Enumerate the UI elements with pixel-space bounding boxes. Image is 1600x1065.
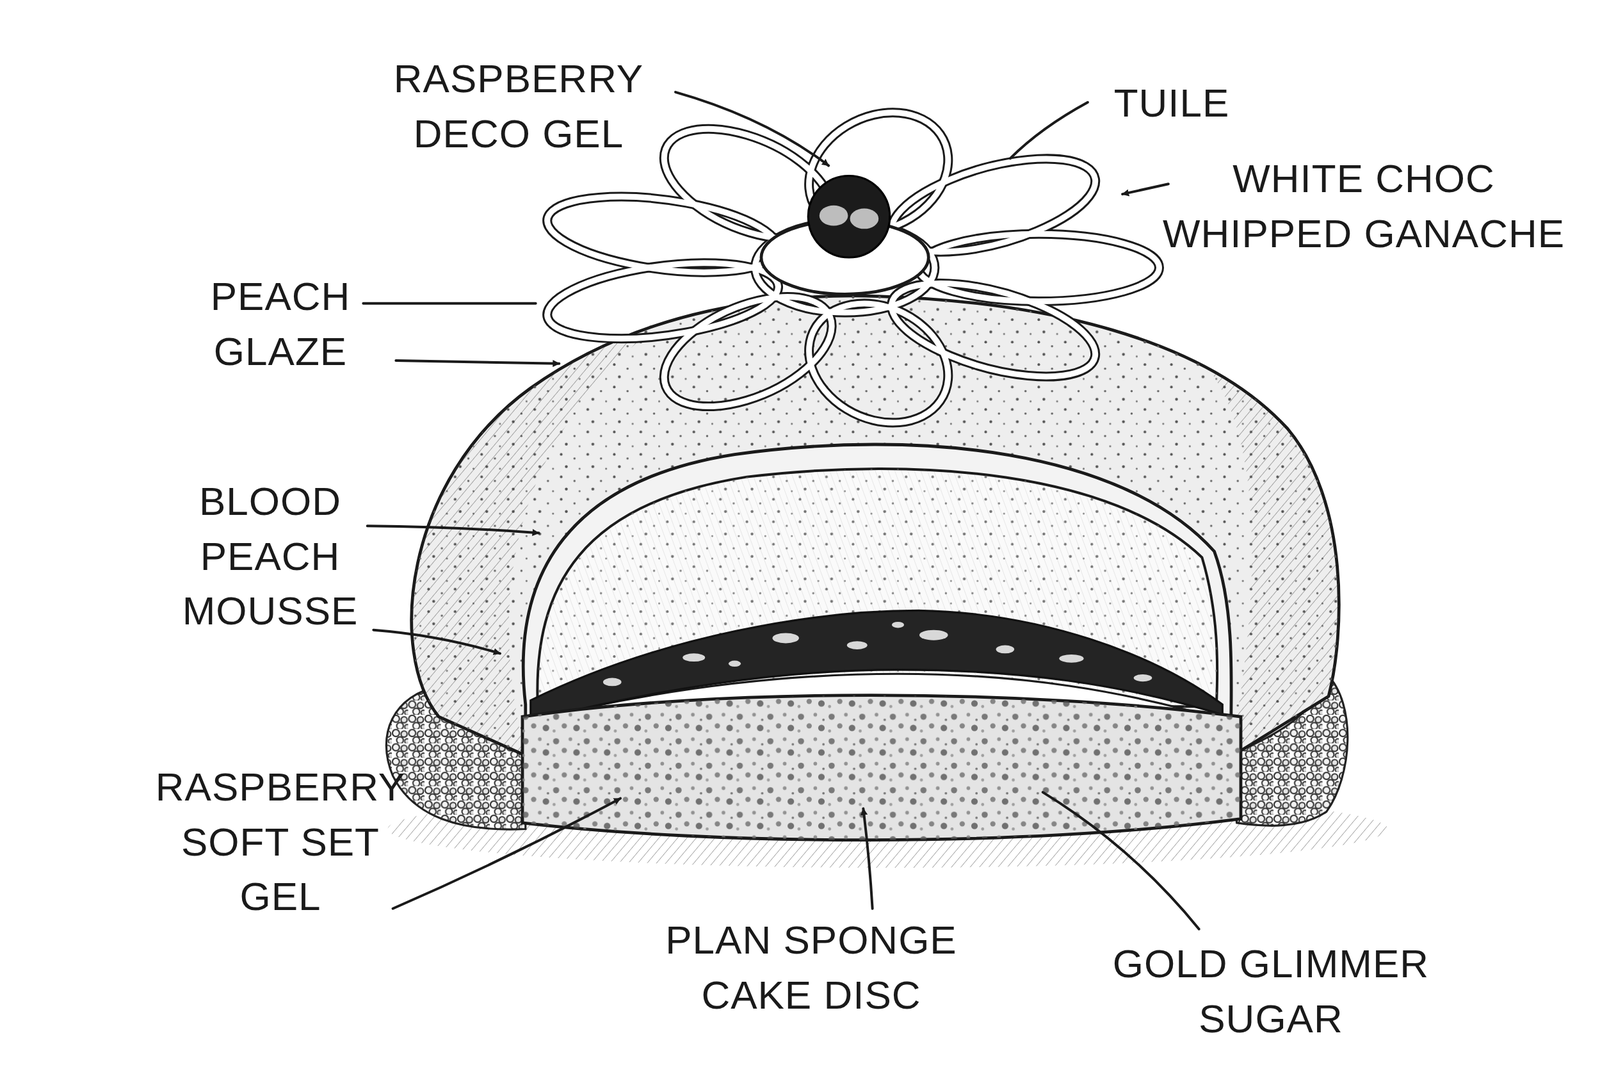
part-label: PEACH GLAZE: [208, 268, 353, 379]
gel-seeds: [603, 621, 1152, 686]
leader-line: [675, 92, 829, 166]
leader-line: [395, 360, 559, 364]
dome-stipple: [411, 295, 1340, 758]
part-label: BLOOD PEACH MOUSSE: [180, 473, 361, 639]
gel-highlight: [850, 208, 880, 229]
leader-line: [1042, 791, 1200, 930]
leader-line: [1010, 102, 1088, 159]
sponge-disc: [522, 695, 1241, 841]
part-label: RASPBERRY SOFT SET GEL: [153, 759, 408, 924]
leader-lines: [363, 92, 1199, 930]
gel-highlight: [819, 205, 849, 227]
part-label: WHITE CHOC WHIPPED GANACHE: [1160, 151, 1568, 261]
part-label: TUILE: [1112, 75, 1232, 131]
leader-line: [367, 525, 540, 533]
leader-line: [393, 798, 621, 909]
part-label: GOLD GLIMMER SUGAR: [1110, 936, 1432, 1046]
peach-glaze-dome: [411, 295, 1340, 758]
leader-line: [373, 630, 501, 654]
part-label: RASPBERRY DECO GEL: [391, 51, 647, 161]
part-label: PLAN SPONGE CAKE DISC: [663, 912, 960, 1022]
raspberry-gel-dot: [808, 175, 890, 258]
leader-line: [363, 302, 536, 305]
sponge-texture: [522, 695, 1241, 841]
leader-line: [1122, 183, 1169, 194]
leader-line: [863, 808, 873, 909]
